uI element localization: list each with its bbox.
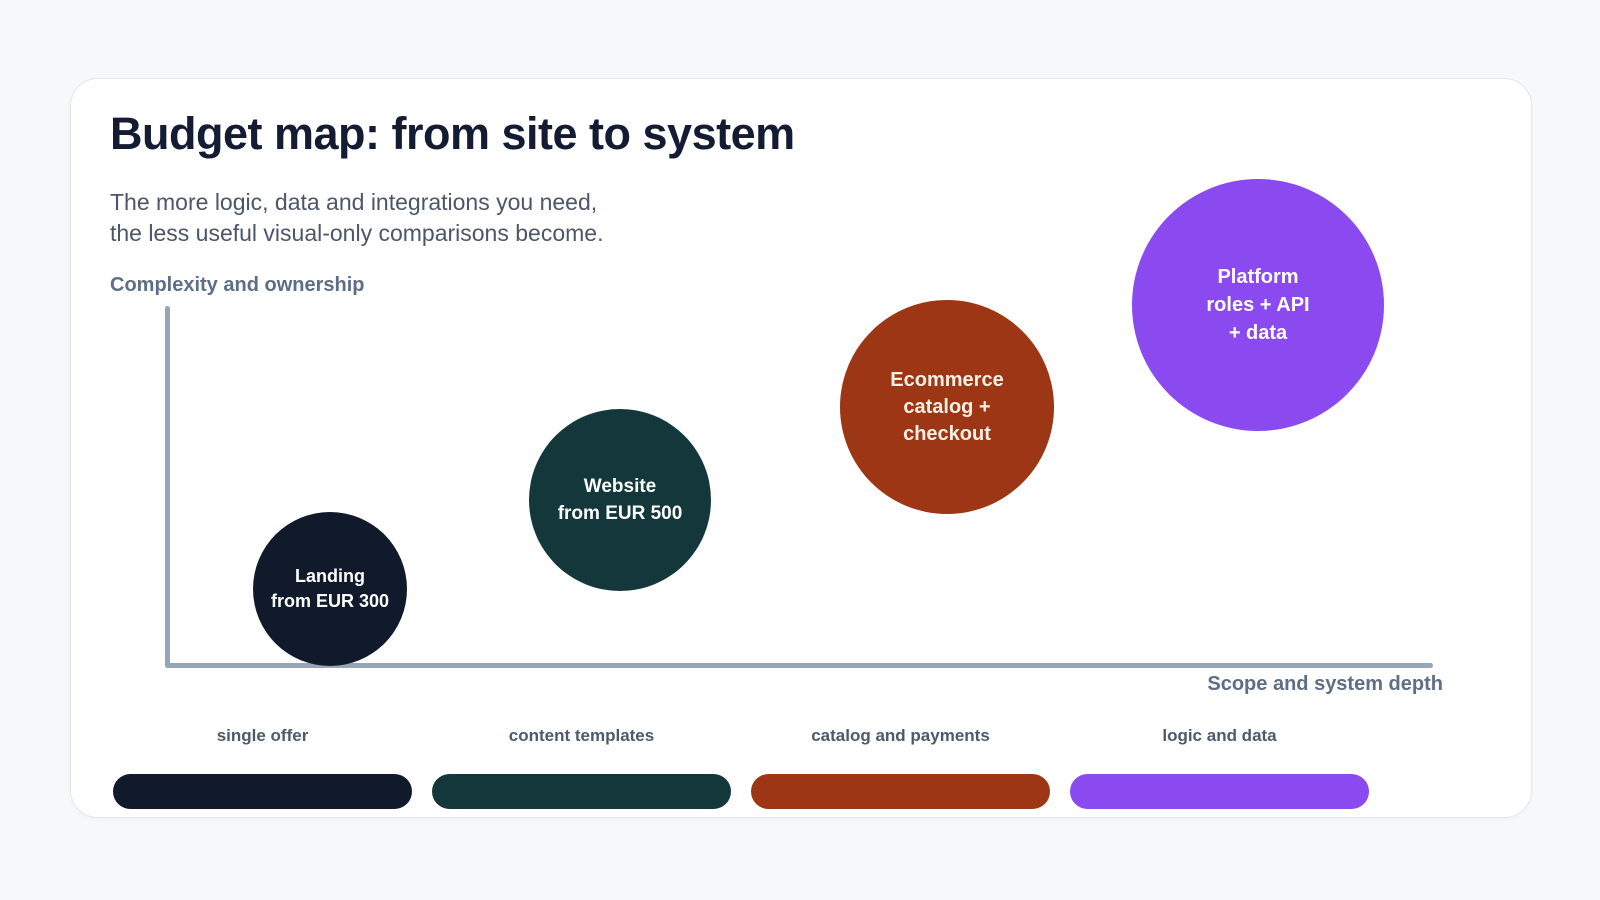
bubble-label-line: checkout — [903, 422, 991, 445]
x-axis-label: Scope and system depth — [1207, 673, 1443, 695]
subtitle-line-2: the less useful visual-only comparisons … — [110, 220, 604, 246]
bubble-label-line: + data — [1228, 322, 1288, 344]
legend-item-content-templates: content templates — [432, 726, 731, 809]
bubble-label: Ecommerce catalog + checkout — [840, 367, 1054, 448]
legend-color-pill — [113, 774, 412, 809]
bubble-label-line: from EUR 300 — [270, 591, 390, 611]
y-axis-line — [165, 306, 170, 668]
bubble-label-line: Landing — [295, 566, 365, 586]
legend-label: single offer — [216, 726, 309, 745]
bubble-label-line: Ecommerce — [890, 368, 1004, 391]
legend-item-logic-and-data: logic and data — [1070, 726, 1369, 809]
y-axis-label: Complexity and ownership — [110, 274, 365, 296]
page-subtitle: The more logic, data and integrations yo… — [110, 187, 603, 249]
bubble-label-line: roles + API — [1206, 294, 1310, 316]
bubble-platform: Platform roles + API + data — [1132, 179, 1384, 431]
bubble-label: Platform roles + API + data — [1132, 263, 1384, 347]
bubble-label-line: catalog + — [903, 395, 991, 418]
legend-color-pill — [432, 774, 731, 809]
legend-label: logic and data — [1162, 726, 1277, 745]
bubble-label: Website from EUR 500 — [529, 473, 711, 527]
legend-color-pill — [751, 774, 1050, 809]
legend-item-single-offer: single offer — [113, 726, 412, 809]
legend-item-catalog-and-payments: catalog and payments — [751, 726, 1050, 809]
bubble-website: Website from EUR 500 — [529, 409, 711, 591]
subtitle-line-1: The more logic, data and integrations yo… — [110, 189, 598, 215]
bubble-landing: Landing from EUR 300 — [253, 512, 407, 666]
page-title: Budget map: from site to system — [110, 108, 795, 159]
bubble-label-line: Website — [583, 476, 657, 497]
bubble-label-line: Platform — [1217, 266, 1299, 288]
bubble-label: Landing from EUR 300 — [253, 564, 407, 614]
legend-color-pill — [1070, 774, 1369, 809]
legend-label: catalog and payments — [811, 726, 990, 745]
x-axis-line — [165, 663, 1433, 668]
bubble-label-line: from EUR 500 — [557, 503, 683, 524]
bubble-ecommerce: Ecommerce catalog + checkout — [840, 300, 1054, 514]
legend-label: content templates — [508, 726, 655, 745]
